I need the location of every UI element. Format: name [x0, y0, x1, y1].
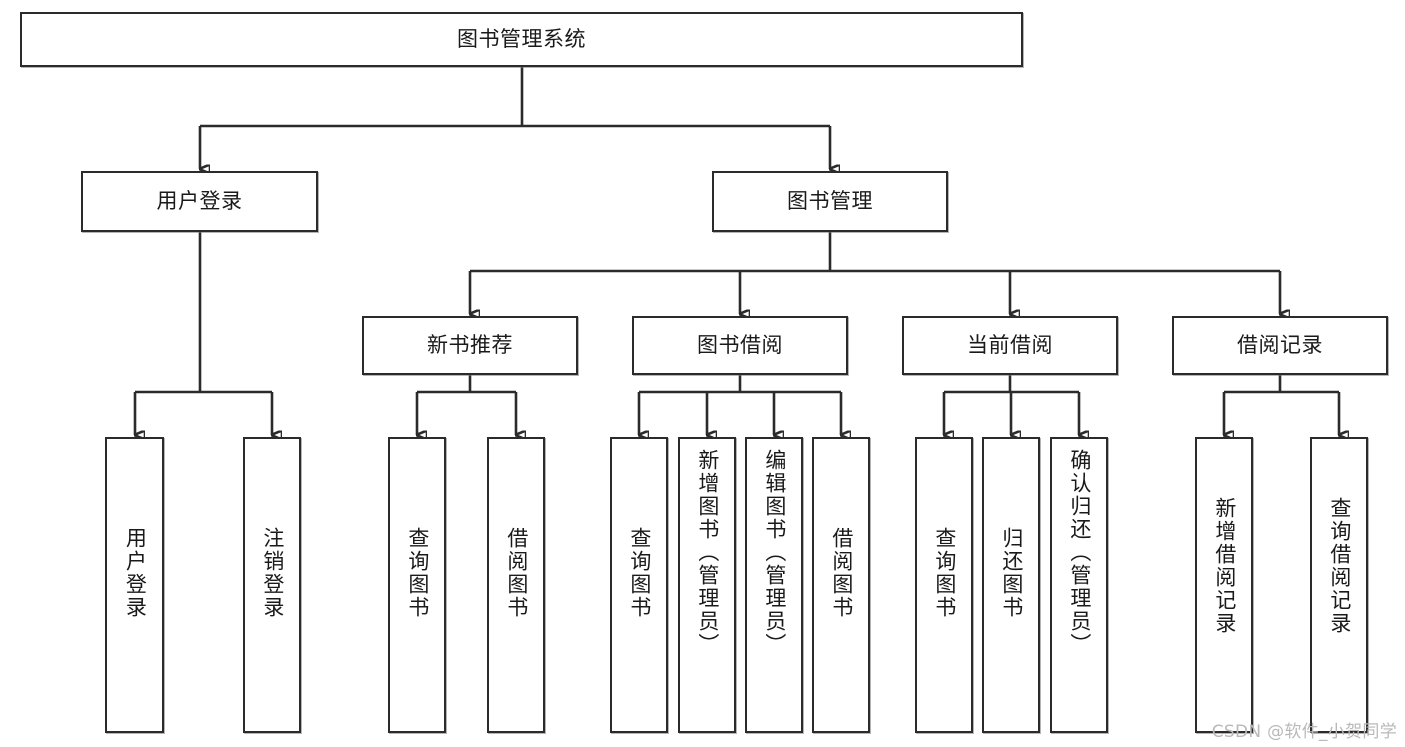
node-label: 查询借阅记录: [1327, 497, 1352, 635]
node-leaf-b-add[interactable]: 新增图书（管理员）: [678, 437, 736, 733]
node-label: 图书管理: [787, 188, 873, 213]
node-leaf-c-confirm[interactable]: 确认归还（管理员）: [1050, 437, 1108, 733]
node-login[interactable]: 用户登录: [81, 171, 318, 232]
node-label: 确认归还（管理员）: [1067, 449, 1092, 656]
node-label: 归还图书: [999, 527, 1024, 619]
node-borrow[interactable]: 图书借阅: [632, 316, 848, 375]
node-current[interactable]: 当前借阅: [902, 316, 1118, 375]
node-label: 新书推荐: [427, 332, 513, 357]
node-label: 注销登录: [260, 527, 285, 619]
node-leaf-new-borrow[interactable]: 借阅图书: [487, 437, 545, 733]
node-label: 用户登录: [156, 188, 243, 213]
node-label: 新增图书（管理员）: [695, 449, 720, 656]
node-leaf-user-logout[interactable]: 注销登录: [243, 437, 301, 733]
node-label: 图书管理系统: [457, 26, 586, 51]
node-label: 新增借阅记录: [1212, 497, 1237, 635]
node-bookmgmt[interactable]: 图书管理: [712, 171, 948, 232]
node-leaf-new-query[interactable]: 查询图书: [388, 437, 446, 733]
node-label: 借阅记录: [1237, 332, 1323, 357]
node-label: 用户登录: [123, 527, 148, 619]
node-leaf-c-return[interactable]: 归还图书: [982, 437, 1040, 733]
node-leaf-b-edit[interactable]: 编辑图书（管理员）: [745, 437, 803, 733]
node-root[interactable]: 图书管理系统: [20, 12, 1023, 67]
node-label: 借阅图书: [504, 527, 529, 619]
node-leaf-user-login[interactable]: 用户登录: [105, 437, 164, 733]
node-leaf-r-query[interactable]: 查询借阅记录: [1310, 437, 1368, 733]
node-label: 查询图书: [932, 527, 957, 619]
node-newbook[interactable]: 新书推荐: [362, 316, 578, 375]
node-records[interactable]: 借阅记录: [1172, 316, 1388, 375]
node-leaf-c-query[interactable]: 查询图书: [915, 437, 973, 733]
node-leaf-b-borrow[interactable]: 借阅图书: [812, 437, 870, 733]
node-leaf-b-query[interactable]: 查询图书: [610, 437, 668, 733]
node-label: 图书借阅: [697, 332, 783, 357]
node-label: 借阅图书: [829, 527, 854, 619]
node-label: 当前借阅: [967, 332, 1053, 357]
node-label: 查询图书: [405, 527, 430, 619]
node-leaf-r-add[interactable]: 新增借阅记录: [1195, 437, 1253, 733]
node-label: 查询图书: [627, 527, 652, 619]
node-label: 编辑图书（管理员）: [762, 449, 787, 656]
